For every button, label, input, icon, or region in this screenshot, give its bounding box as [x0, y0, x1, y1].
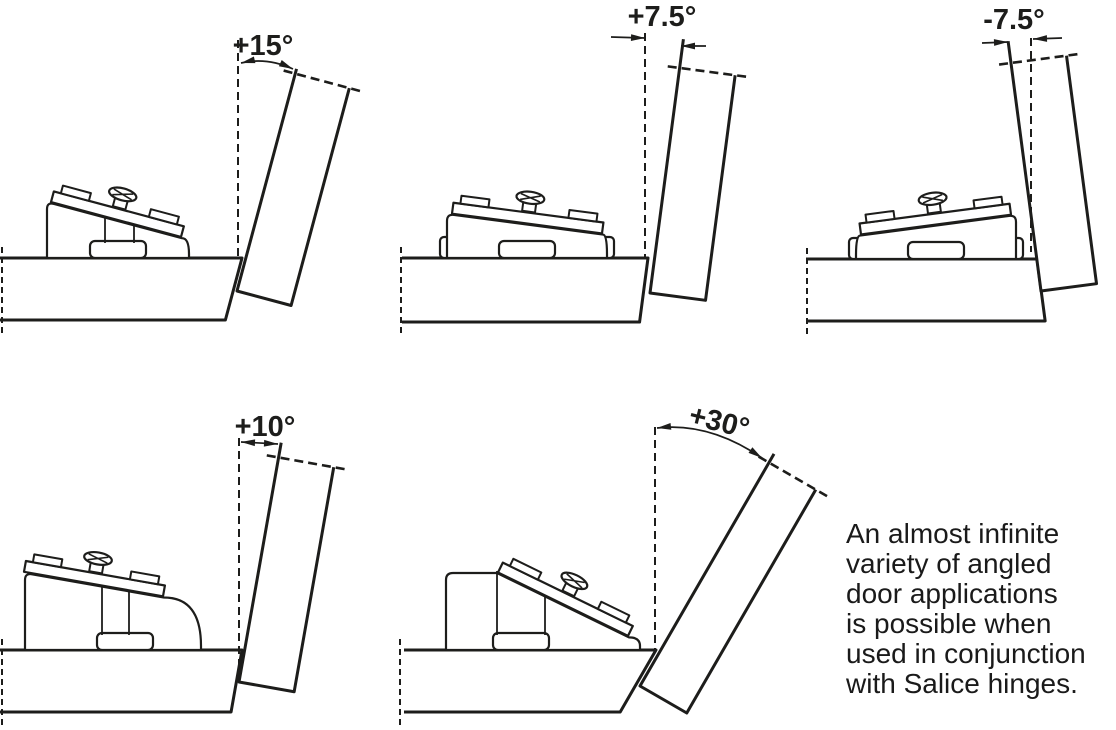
- wedge-body: [445, 213, 609, 260]
- arrowhead-icon: [263, 439, 278, 447]
- hinge-wedge-spacer: [22, 550, 203, 652]
- angle-label: +30°: [686, 399, 753, 445]
- adjustment-screw-icon: [108, 186, 138, 211]
- plate-end-tab: [972, 195, 1004, 210]
- plate-end-tab: [31, 553, 64, 569]
- wedge-foot: [906, 240, 966, 261]
- door-panel-outline: [638, 453, 818, 715]
- wedge-mounting-plate: [22, 559, 167, 598]
- door-panel: [650, 67, 736, 301]
- door-panel: [1010, 55, 1097, 291]
- screw-cross-slot: [922, 193, 944, 204]
- wedge-foot: [497, 239, 557, 260]
- arrowhead-icon: [630, 34, 645, 41]
- plate-end-tab: [596, 600, 631, 624]
- hinge-wedge-spacer: [444, 557, 642, 652]
- cabinet-panel: [404, 650, 656, 712]
- arrowhead-icon: [748, 447, 762, 458]
- screw-cross-slot: [87, 553, 109, 564]
- caption-line: with Salice hinges.: [846, 668, 1078, 699]
- wedge-body: [23, 572, 203, 652]
- screw-cross-slot: [563, 573, 585, 589]
- door-panel-outline: [235, 68, 351, 307]
- hinge-wedge-spacer: [438, 190, 616, 260]
- figure-plus-7-5: +7.5°: [400, 1, 750, 336]
- wedge-mounting-plate: [49, 190, 185, 239]
- wedge-body: [45, 202, 191, 260]
- caption-line: An almost infinite: [846, 518, 1060, 549]
- wedge-mounting-plate: [450, 201, 605, 235]
- plate-end-tab: [59, 184, 92, 202]
- wedge-mounting-plate: [496, 561, 634, 637]
- plate-end-tab: [508, 557, 543, 581]
- angle-label: +15°: [233, 30, 294, 62]
- caption-line: variety of angled: [846, 548, 1052, 579]
- door-panel-outline: [237, 442, 336, 694]
- adjustment-screw-icon: [560, 571, 589, 598]
- arrowhead-icon: [241, 56, 256, 64]
- wedge-foot: [491, 631, 551, 652]
- door-panel: [640, 462, 816, 713]
- door-panel: [237, 73, 350, 306]
- figure-plus-15: +15°: [0, 30, 364, 334]
- figure-plus-10: +10°: [0, 411, 348, 726]
- caption-line: door applications: [846, 578, 1058, 609]
- angle-label: +10°: [235, 411, 296, 443]
- adjustment-screw-icon: [83, 550, 113, 575]
- cabinet-panel: [0, 258, 242, 320]
- arrowhead-icon: [681, 42, 695, 50]
- wedge-foot: [88, 239, 148, 260]
- door-panel-outline: [1006, 40, 1099, 293]
- wedge-mounting-plate: [858, 202, 1013, 236]
- angle-label: -7.5°: [983, 4, 1045, 36]
- hinge-wedge-spacer: [45, 184, 191, 260]
- door-panel: [239, 457, 334, 692]
- cabinet-panel: [0, 650, 242, 712]
- arrowhead-icon: [241, 439, 256, 447]
- cabinet-panel: [402, 258, 648, 322]
- angle-label: +7.5°: [628, 1, 697, 33]
- caption-line: is possible when: [846, 608, 1052, 639]
- plate-end-tab: [567, 208, 599, 223]
- cabinet-panel: [806, 259, 1046, 321]
- adjustment-screw-icon: [515, 190, 546, 214]
- plate-end-tab: [147, 208, 180, 226]
- plate-end-tab: [459, 194, 491, 209]
- figure-minus-7-5: -7.5°: [806, 4, 1099, 335]
- caption-text: An almost infinite variety of angled doo…: [846, 519, 1116, 699]
- screw-cross-slot: [519, 192, 541, 203]
- hinge-wedge-spacer: [847, 191, 1025, 261]
- arrowhead-icon: [1033, 35, 1048, 42]
- wedge-body: [854, 214, 1018, 261]
- screw-cross-slot: [112, 188, 134, 201]
- arrowhead-icon: [993, 39, 1008, 46]
- figure-plus-30: +30°: [399, 399, 829, 726]
- plate-end-tab: [128, 570, 161, 586]
- arrowhead-icon: [657, 423, 672, 430]
- arrowhead-icon: [278, 60, 293, 69]
- plate-end-tab: [864, 209, 896, 224]
- caption-line: used in conjunction: [846, 638, 1086, 669]
- door-panel-outline: [648, 38, 737, 302]
- wedge-foot: [95, 631, 155, 652]
- adjustment-screw-icon: [917, 191, 948, 215]
